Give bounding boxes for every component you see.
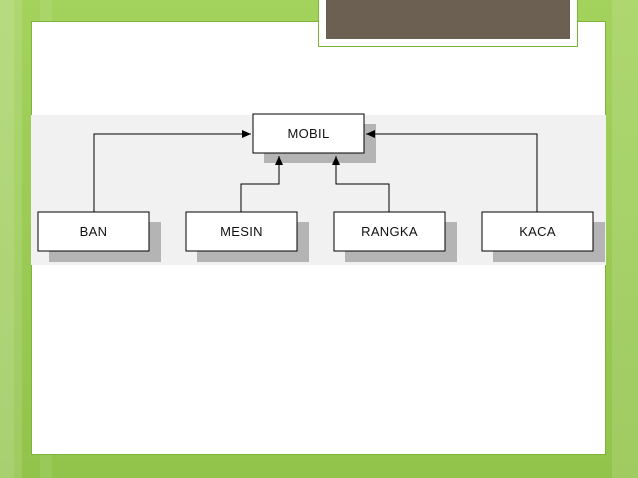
node-kaca xyxy=(481,211,594,252)
edge-kaca-mobil xyxy=(366,130,538,212)
node-label-mesin: MESIN xyxy=(220,224,263,239)
node-mobil xyxy=(252,113,365,154)
node-ban xyxy=(37,211,150,252)
background-stripe xyxy=(612,0,638,478)
node-label-mobil: MOBIL xyxy=(287,126,330,141)
node-label-rangka: RANGKA xyxy=(361,224,418,239)
node-label-ban: BAN xyxy=(79,224,108,239)
background-stripe xyxy=(0,0,22,478)
edge-mesin-mobil xyxy=(240,156,283,212)
node-rangka xyxy=(333,211,446,252)
title-placeholder xyxy=(318,0,578,47)
node-label-kaca: KACA xyxy=(519,224,556,239)
edge-rangka-mobil xyxy=(332,156,390,212)
node-mesin xyxy=(185,211,298,252)
title-bar xyxy=(326,0,570,39)
edge-ban-mobil xyxy=(93,130,251,212)
